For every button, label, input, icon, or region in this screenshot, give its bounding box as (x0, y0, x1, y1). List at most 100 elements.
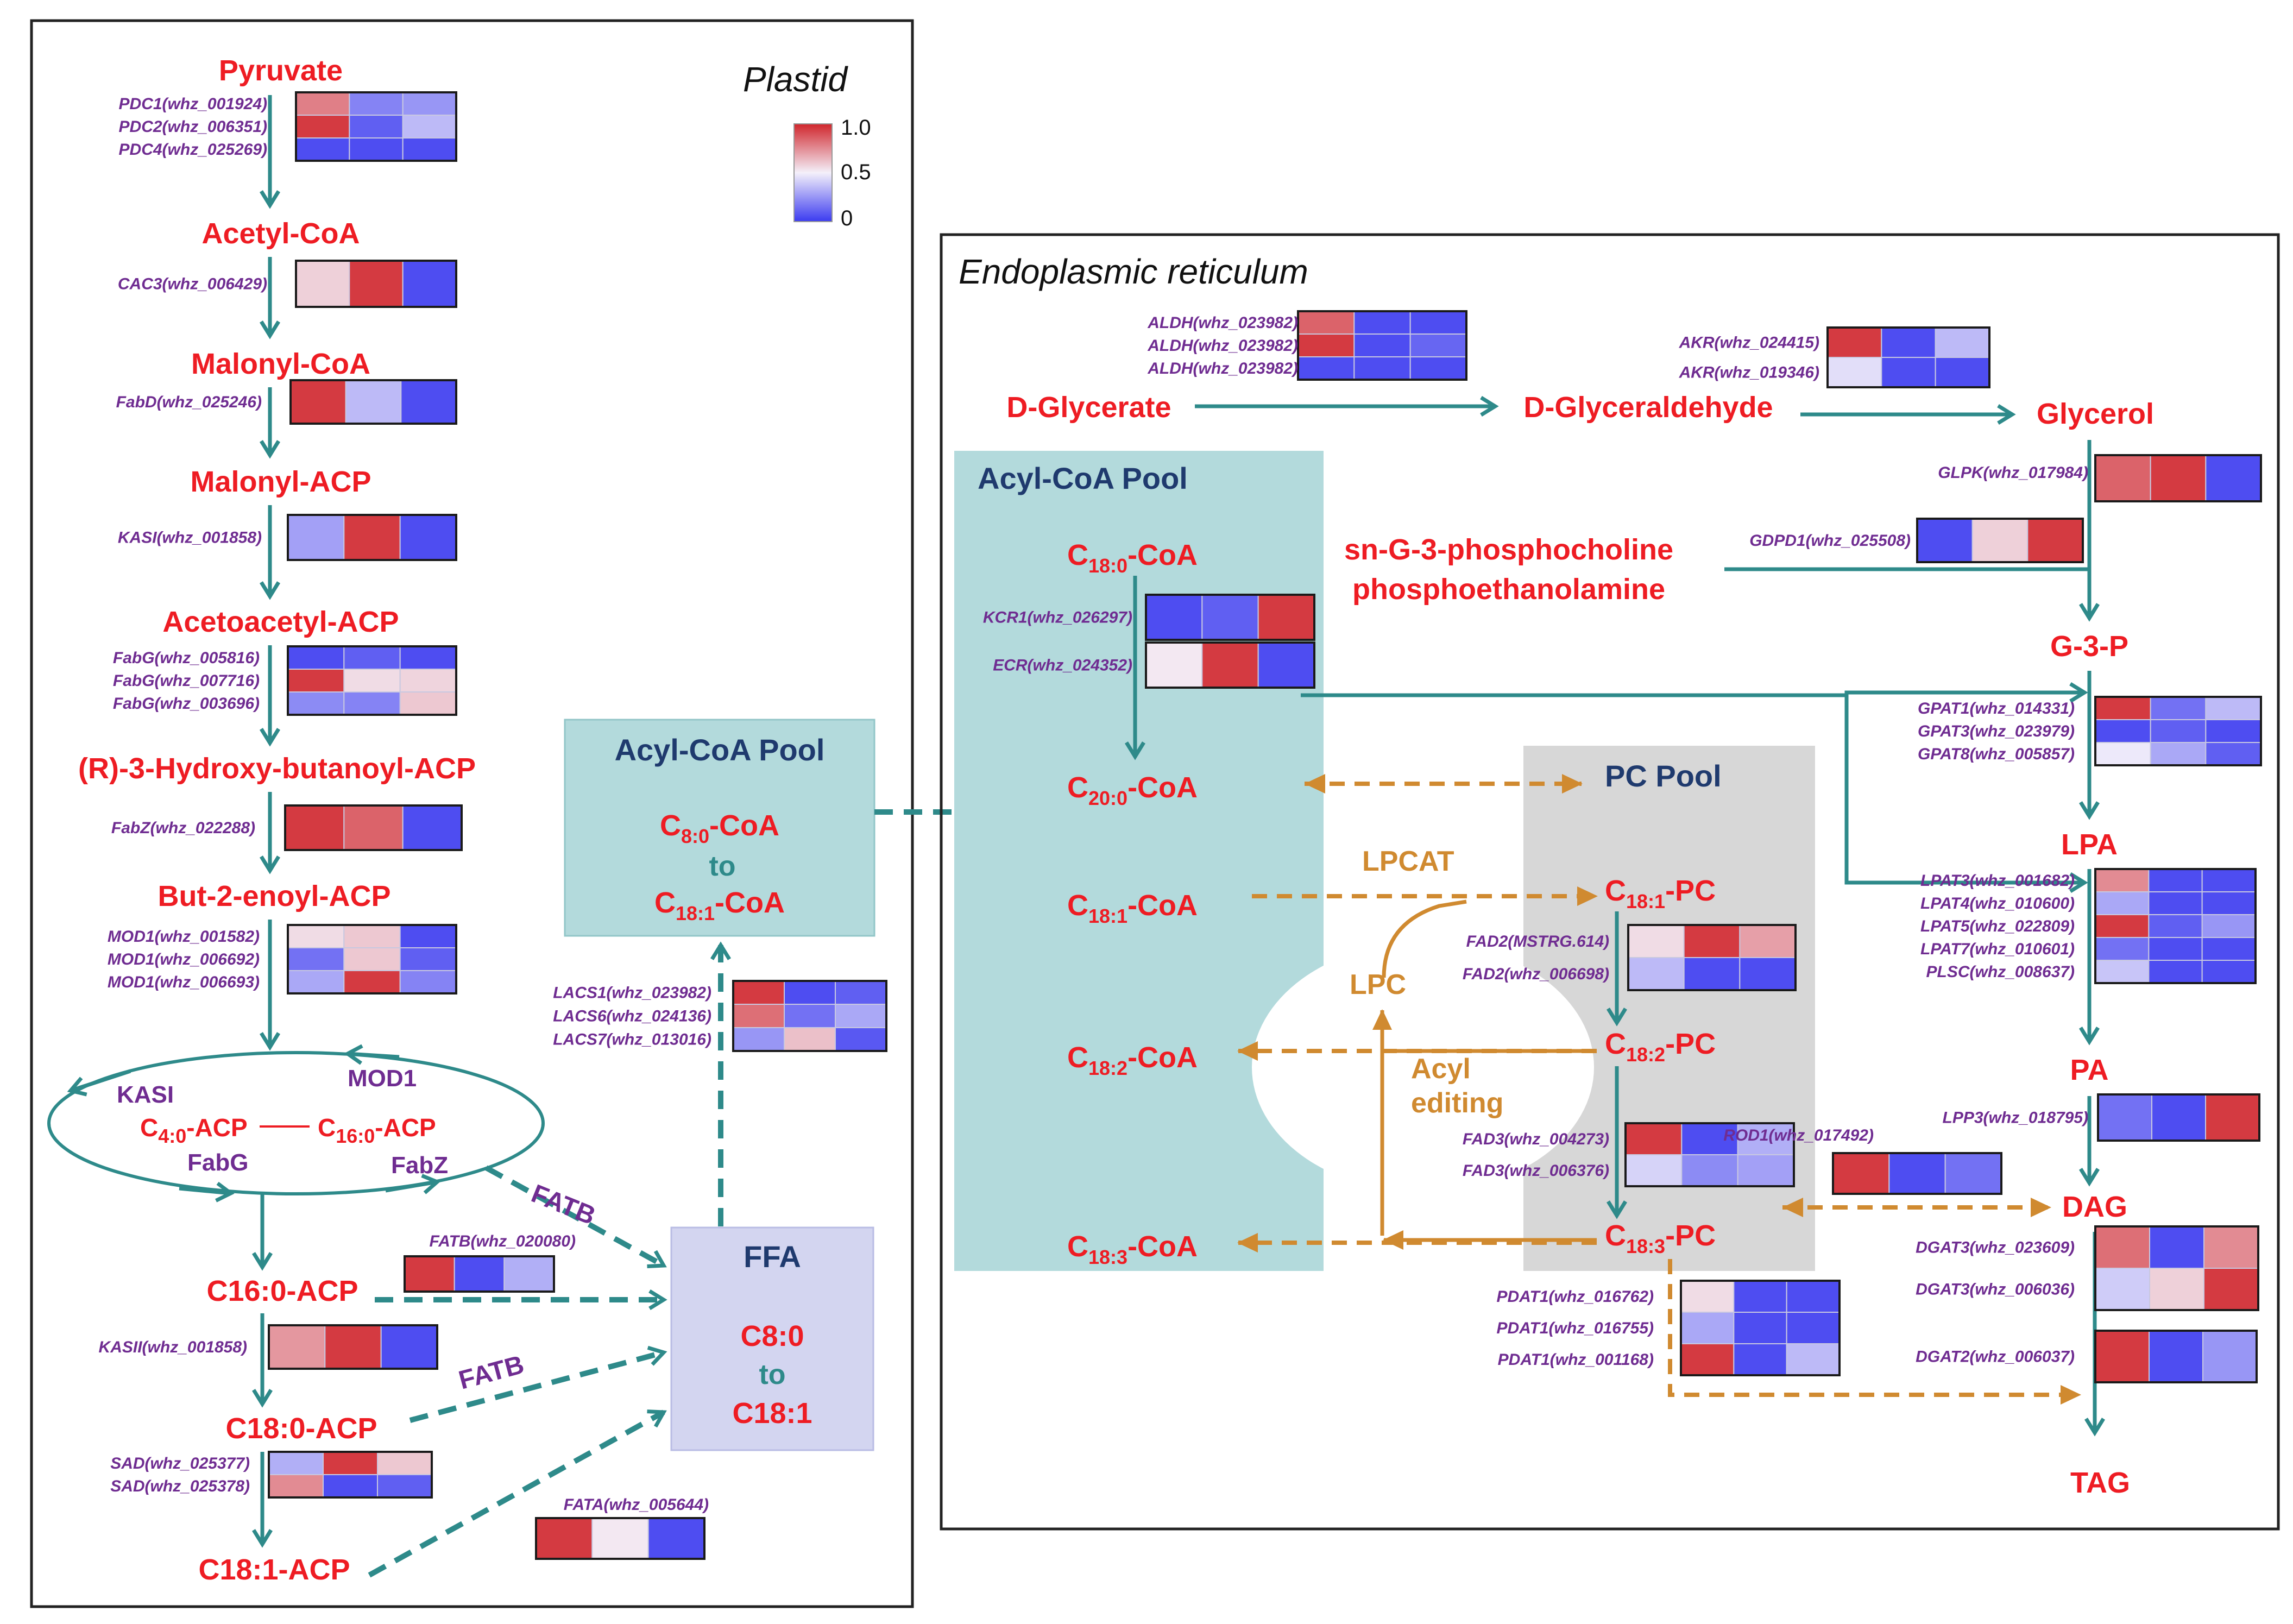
heatmap-cell (399, 924, 457, 948)
gene-label: ROD1(whz_017492) (1723, 1126, 1874, 1144)
acetoacetyl-acp-label: Acetoacetyl-ACP (162, 606, 399, 638)
ffa-until-label: C18:1 (732, 1397, 812, 1430)
gene-label: CAC3(whz_006429) (118, 275, 267, 293)
heatmap-cell (647, 1518, 705, 1559)
gene-label: PLSC(whz_008637) (1926, 963, 2075, 981)
heatmap-frame (295, 91, 457, 162)
heatmap-frame (1145, 594, 1315, 641)
heatmap-cell (343, 691, 401, 715)
heatmap-cell (1917, 518, 1973, 563)
heatmap-cell (399, 514, 457, 561)
tag-label: TAG (2070, 1466, 2130, 1499)
hydroxybutanoyl-acp-label: (R)-3-Hydroxy-butanoyl-ACP (78, 752, 476, 785)
heatmap-cell (268, 1474, 324, 1498)
heatmap-cell (268, 1325, 326, 1369)
heatmap-gdpd1: GDPD1(whz_025508) (1749, 518, 2084, 563)
heatmap-cell (1145, 642, 1203, 688)
plastid-pool-to-label: to (709, 851, 735, 882)
heatmap-fad3: FAD3(whz_004273)FAD3(whz_006376) (1463, 1122, 1795, 1187)
heatmap-cell (2148, 960, 2203, 984)
gene-label: FabG(whz_007716) (113, 672, 260, 690)
heatmap-cell (343, 805, 404, 851)
heatmap-cell (2149, 1226, 2204, 1269)
heatmap-frame (2094, 1330, 2258, 1383)
heatmap-cell (399, 947, 457, 971)
heatmap-cell (2205, 742, 2261, 766)
heatmap-sad: SAD(whz_025377)SAD(whz_025378) (110, 1451, 433, 1499)
heatmap-cell (287, 924, 345, 948)
butenoyl-acp-label: But-2-enoyl-ACP (158, 880, 391, 912)
heatmap-cell (295, 92, 350, 116)
legend-mid-label: 0.5 (841, 160, 871, 184)
heatmap-frame (1916, 518, 2084, 563)
heatmap-cell (1944, 1153, 2002, 1194)
heatmap-kasii: KASII(whz_001858) (99, 1324, 438, 1370)
fatb-label-upper: FATB (527, 1179, 600, 1231)
heatmap-cell (2150, 696, 2207, 720)
gene-label: ECR(whz_024352) (993, 657, 1132, 675)
heatmap-cell (287, 947, 345, 971)
heatmap-cell (1888, 1153, 1946, 1194)
heatmap-cell (536, 1518, 593, 1559)
heatmap-kasi: KASI(whz_001858) (118, 514, 457, 561)
cycle-fabz-label: FabZ (391, 1152, 448, 1179)
gene-label: FabG(whz_003696) (113, 695, 260, 713)
heatmap-lpp3: LPP3(whz_018795) (1943, 1093, 2260, 1142)
heatmap-cell (1409, 311, 1467, 335)
c18-0-coa-label: C18:0-CoA (1067, 539, 1198, 577)
heatmap-cell (2095, 937, 2150, 961)
heatmap-cell (2095, 891, 2150, 915)
heatmap-cell (2151, 1094, 2206, 1141)
gene-label: LACS1(whz_023982) (553, 984, 711, 1002)
heatmap-cell (349, 137, 404, 161)
acyl-editing-label-1: Acyl (1411, 1053, 1471, 1085)
heatmap-cell (400, 380, 457, 424)
gene-label: AKR(whz_024415) (1679, 334, 1819, 352)
gene-label: ALDH(whz_023982) (1147, 314, 1298, 332)
heatmap-cell (1145, 594, 1203, 640)
heatmap-frame (2097, 1093, 2260, 1142)
heatmap-ecr: ECR(whz_024352) (993, 641, 1315, 689)
heatmap-cell (1353, 356, 1411, 380)
heatmap-cell (2148, 891, 2203, 915)
heatmap-cell (1409, 356, 1467, 380)
heatmap-cell (287, 970, 345, 994)
plastid-acyl-coa-pool (564, 719, 875, 937)
gene-label: LPAT4(whz_010600) (1920, 895, 2075, 912)
cycle-kasi-label: KASI (117, 1081, 174, 1108)
gene-label: FAD3(whz_004273) (1463, 1130, 1609, 1148)
heatmap-cell (2201, 960, 2257, 984)
heatmap-cell (2149, 1330, 2203, 1383)
heatmap-frame (295, 260, 457, 308)
heatmap-cell (835, 1004, 887, 1028)
gene-label: LPAT5(whz_022809) (1920, 917, 2075, 935)
sn-g3-phosphocholine-label: sn-G-3-phosphocholine (1344, 533, 1673, 566)
acetyl-coa-label: Acetyl-CoA (201, 217, 360, 250)
heatmap-frame (268, 1324, 438, 1370)
heatmap-cell (2095, 1268, 2150, 1311)
heatmap-cell (1935, 327, 1990, 358)
legend-max-label: 1.0 (841, 116, 871, 140)
heatmap-cell (285, 805, 345, 851)
heatmap-frame (287, 645, 457, 716)
c18-1-pc-label: C18:1-PC (1605, 874, 1716, 912)
heatmap-glpk: GLPK(whz_017984) (1938, 454, 2262, 502)
pa-label: PA (2070, 1054, 2108, 1086)
cycle-arrow-top-left (67, 1069, 131, 1097)
cycle-arrow-top-right (344, 1044, 400, 1065)
heatmap-cell (1786, 1280, 1841, 1313)
heatmap-cell (1681, 1123, 1738, 1155)
heatmap-cell (287, 646, 345, 670)
heatmap-frame (1145, 641, 1315, 689)
heatmap-cell (399, 970, 457, 994)
gene-label: PDAT1(whz_016755) (1496, 1319, 1654, 1337)
heatmap-cell (2201, 914, 2257, 938)
heatmap-cell (1683, 924, 1741, 958)
lpcat-label: LPCAT (1362, 846, 1454, 877)
heatmap-cell (2095, 455, 2151, 502)
heatmap-fabd: FabD(whz_025246) (116, 379, 457, 425)
heatmap-cell (2095, 1330, 2150, 1383)
cycle-c16-acp-label: C16:0-ACP (318, 1113, 436, 1147)
heatmap-dgat3: DGAT3(whz_023609)DGAT3(whz_006036) (1916, 1225, 2259, 1311)
